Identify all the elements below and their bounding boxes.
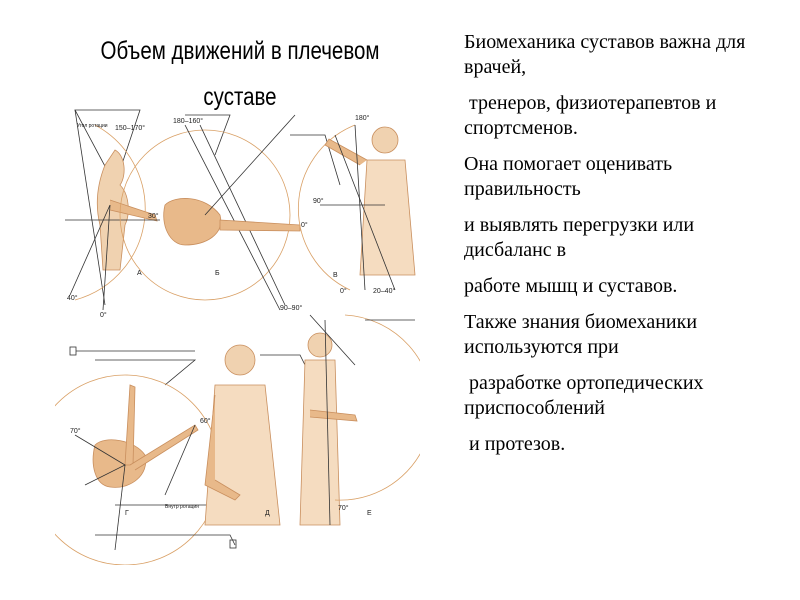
text-line-6: Также знания биомеханики используются пр… [464,311,703,358]
angle-a-top: 150–170° [115,124,145,132]
text-line-8: и протезов. [464,433,566,455]
angle-c-mid: 90° [313,197,324,205]
panel-g [55,346,221,565]
outer-rotation-label: Внутр ротация [165,504,199,510]
figure-title-line1: Объем движений в плечевом [100,37,380,65]
panel-c [290,124,416,291]
panel-label-d: Д [265,510,270,517]
angle-c-top: 180° [355,114,370,122]
angle-c-low: 0° [340,287,347,295]
angle-e-bottom: 70° [338,504,349,512]
angle-a-bottom: 40° [67,294,78,302]
text-block: Биомеханика суставов важна для врачей, т… [464,30,784,468]
panel-d [95,344,316,549]
text-line-4: и выявлять перегрузки или дисбаланс в [464,214,700,261]
text-line-5: работе мышц и суставов. [464,275,678,297]
angle-b-top: 180–160° [173,117,203,125]
panel-e [299,314,420,526]
text-line-2: тренеров, физиотерапевтов и спортсменов. [464,92,722,139]
figure-title-line2: суставе [203,83,277,111]
panel-label-e: Е [367,510,372,517]
angle-b-bottom: 90–90° [280,304,302,312]
rotation-axis-label-a: Угол ротации [77,123,108,129]
panel-b [119,114,301,311]
shoulder-motion-figure: А Б В Г Д Е 150–170° 30° 40° 0° 180–160°… [55,105,420,565]
shoulder-motion-illustration: А Б В Г Д Е 150–170° 30° 40° 0° 180–160°… [55,109,420,565]
panel-label-c: В [333,272,338,279]
angle-c-bottom: 20–40° [373,287,395,295]
angle-d-left: 70° [70,427,81,435]
panel-a [65,109,160,311]
panel-label-a: А [137,270,142,277]
angle-b-right: 0° [301,221,308,229]
panel-label-g: Г [125,510,129,517]
figure-title: Объем движений в плечевом суставе [92,28,387,120]
text-line-1: Биомеханика суставов важна для врачей, [464,31,751,78]
angle-d-right: 60° [200,417,211,425]
text-line-7: разработке ортопедических приспособлений [464,372,709,419]
text-line-3: Она помогает оценивать правильность [464,153,678,200]
angle-a-low: 0° [100,311,107,319]
panel-label-b: Б [215,270,220,277]
angle-a-mid: 30° [148,212,159,220]
